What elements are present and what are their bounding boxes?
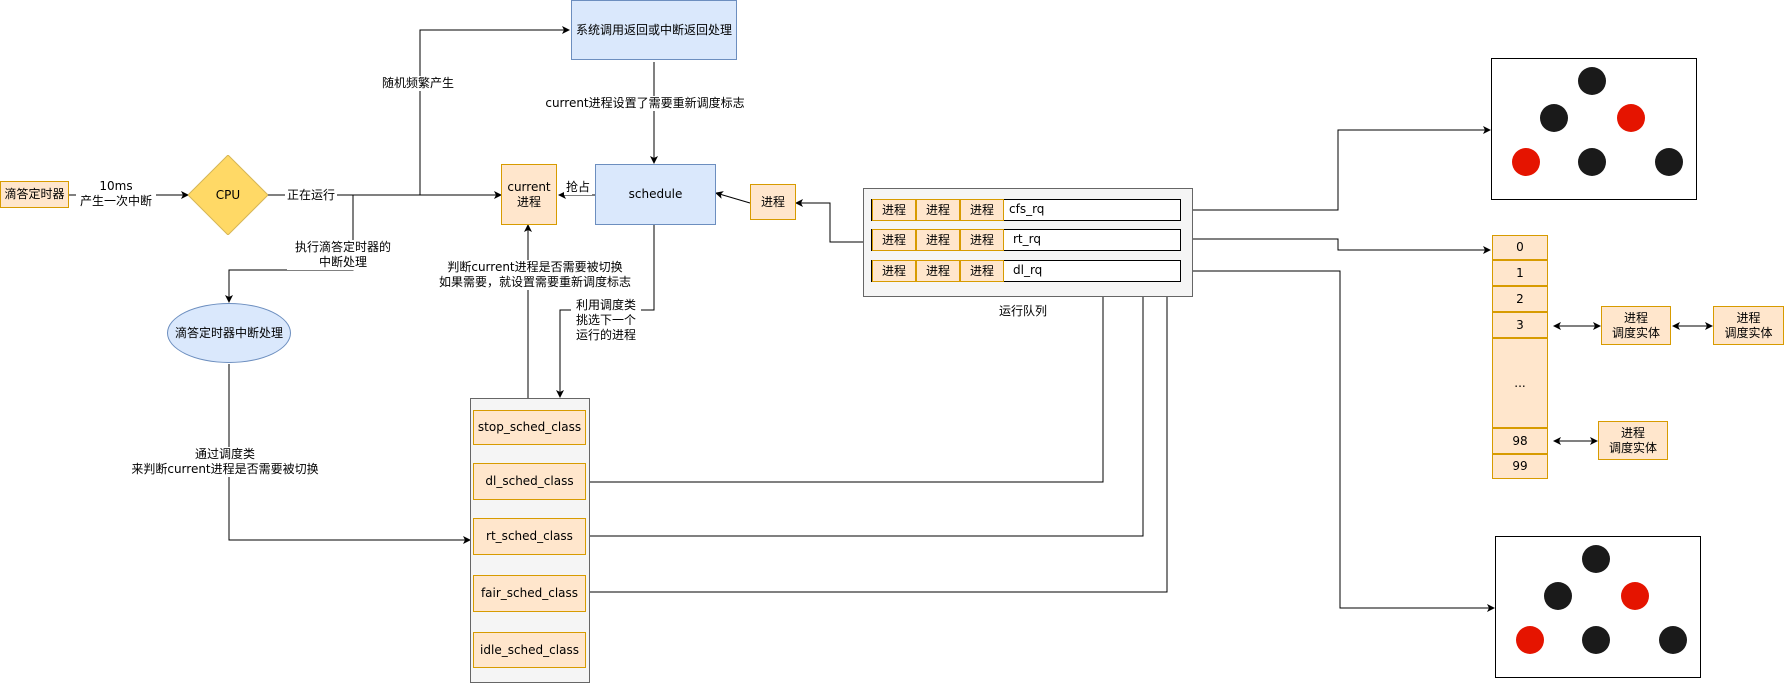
current-process-box: current 进程 (501, 164, 557, 225)
prio-cell: 3 (1492, 312, 1548, 338)
edge-handler-sched (228, 364, 471, 544)
edge-cpu-handler (225, 195, 354, 303)
prio-cell: 1 (1492, 260, 1548, 286)
prio-cell: 0 (1492, 235, 1548, 260)
edge-rt-array (1181, 238, 1491, 254)
rq-process-cell: 进程 (872, 260, 916, 282)
rt-sched-class: rt_sched_class (473, 518, 586, 555)
tick-timer-node: 滴答定时器 (0, 181, 69, 208)
rq-process-cell: 进程 (916, 260, 960, 282)
syscall-return-box: 系统调用返回或中断返回处理 (571, 0, 737, 60)
tick-handler-ellipse: 滴答定时器中断处理 (167, 303, 291, 363)
rt-rq-label: rt_rq (1013, 232, 1041, 246)
dl-sched-class: dl_sched_class (473, 463, 586, 500)
stop-sched-class: stop_sched_class (473, 410, 586, 445)
rq-process-cell: 进程 (960, 260, 1004, 282)
sched-entity-box: 进程 调度实体 (1713, 306, 1784, 345)
cpu-label: CPU (215, 187, 241, 202)
fair-sched-class: fair_sched_class (473, 575, 586, 612)
edge-process-schedule (715, 191, 751, 204)
edge-rq-process (795, 199, 863, 243)
cfs-rq-label: cfs_rq (1009, 202, 1045, 216)
preempt-label: 抢占 (564, 180, 592, 195)
prio-cell: 99 (1492, 454, 1548, 479)
rq-process-cell: 进程 (960, 229, 1004, 251)
prio-cell: ... (1492, 338, 1548, 428)
edge-random-syscall (419, 26, 570, 195)
prio-cell: 98 (1492, 428, 1548, 454)
timer-cpu-label: 10ms 产生一次中断 (76, 179, 156, 209)
sched-entity-box: 进程 调度实体 (1598, 421, 1668, 460)
rq-process-cell: 进程 (960, 199, 1004, 221)
cpu-diamond (188, 155, 268, 235)
rq-process-cell: 进程 (872, 199, 916, 221)
sched-entity-box: 进程 调度实体 (1601, 306, 1671, 345)
random-frequent-label: 随机频繁产生 (379, 76, 457, 91)
edge-fair-rq (587, 223, 1171, 593)
prio-cell: 2 (1492, 286, 1548, 312)
edge-dl-tree (1181, 270, 1495, 612)
pick-next-label: 利用调度类 挑选下一个 运行的进程 (571, 298, 641, 343)
judge-switch-label: 判断current进程是否需要被切换 如果需要，就设置需要重新调度标志 (420, 260, 650, 290)
exec-handler-label: 执行滴答定时器的 中断处理 (287, 240, 399, 270)
edge-cfs-tree (1181, 126, 1491, 211)
process-box: 进程 (750, 184, 796, 220)
idle-sched-class: idle_sched_class (473, 632, 586, 668)
rq-process-cell: 进程 (916, 229, 960, 251)
running-label: 正在运行 (285, 188, 337, 203)
rq-process-cell: 进程 (916, 199, 960, 221)
schedule-box: schedule (595, 164, 716, 225)
edge-rt-rq (587, 254, 1147, 537)
edge-dl-rq (587, 281, 1107, 483)
via-sched-class-label: 通过调度类 来判断current进程是否需要被切换 (120, 447, 330, 477)
rb-tree-dl (1495, 536, 1701, 678)
dl-rq-label: dl_rq (1013, 263, 1043, 277)
run-queue-title: 运行队列 (998, 304, 1047, 318)
rq-process-cell: 进程 (872, 229, 916, 251)
rb-tree-cfs (1491, 58, 1697, 200)
need-resched-label: current进程设置了需要重新调度标志 (545, 96, 745, 111)
